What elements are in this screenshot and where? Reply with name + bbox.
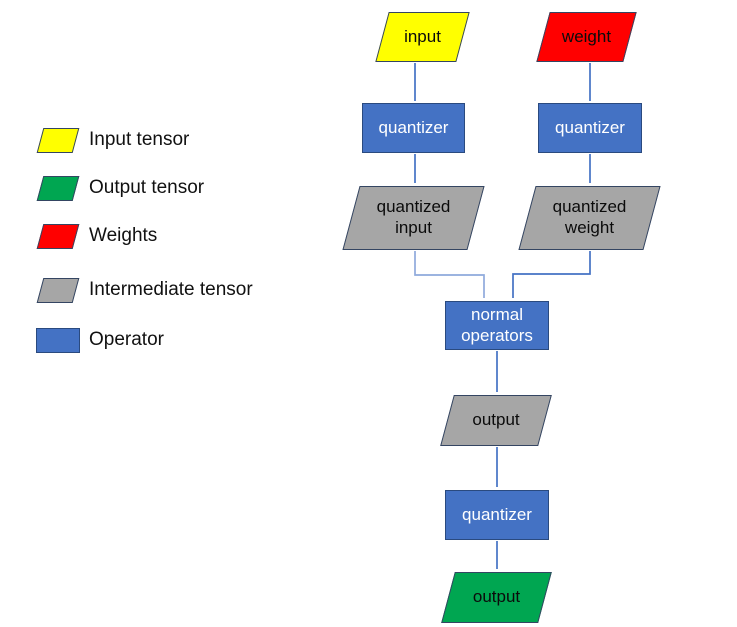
node-quantizer-weight: quantizer xyxy=(538,103,642,153)
node-quantizer-input: quantizer xyxy=(362,103,465,153)
legend-label: Output tensor xyxy=(89,177,205,198)
weights-swatch-icon xyxy=(36,223,80,249)
node-label: quantizer xyxy=(462,504,532,524)
legend-label: Operator xyxy=(89,329,164,350)
legend-label: Input tensor xyxy=(89,129,190,150)
node-output-final: output xyxy=(441,572,552,623)
legend-item-output-tensor: Output tensor xyxy=(36,175,204,201)
operator-shape xyxy=(445,490,549,540)
legend-label: Weights xyxy=(89,225,158,246)
node-input: input xyxy=(375,12,470,62)
node-label: input xyxy=(404,26,441,46)
node-quantized-input: quantized input xyxy=(342,186,485,250)
legend-item-weights: Weights xyxy=(36,223,157,249)
output-tensor-swatch-icon xyxy=(36,175,80,201)
legend-item-input-tensor: Input tensor xyxy=(36,127,189,153)
operator-shape xyxy=(445,301,549,350)
node-normal-operators: normal operators xyxy=(445,301,549,350)
connector-quantized-input-to-normal-operators xyxy=(414,251,485,298)
operator-shape xyxy=(538,103,642,153)
input-tensor-swatch-icon xyxy=(36,127,80,153)
node-quantized-weight: quantized weight xyxy=(518,186,661,250)
legend-label: Intermediate tensor xyxy=(89,279,253,300)
operator-swatch-icon xyxy=(36,327,80,353)
node-label: quantized weight xyxy=(552,197,627,237)
node-label: quantizer xyxy=(555,117,625,137)
node-weight: weight xyxy=(536,12,637,62)
node-label: quantized input xyxy=(376,197,451,237)
legend-item-operator: Operator xyxy=(36,327,164,353)
node-quantizer-output: quantizer xyxy=(445,490,549,540)
node-output-intermediate: output xyxy=(440,395,552,446)
operator-shape xyxy=(362,103,465,153)
node-label: output xyxy=(472,410,520,430)
connector-quantized-weight-to-normal-operators xyxy=(512,251,591,298)
node-label: output xyxy=(472,587,521,607)
intermediate-tensor-swatch-icon xyxy=(36,277,80,303)
node-label: quantizer xyxy=(378,117,449,137)
legend-item-intermediate-tensor: Intermediate tensor xyxy=(36,277,253,303)
node-label: weight xyxy=(561,26,612,46)
node-label: normal operators xyxy=(461,304,533,345)
